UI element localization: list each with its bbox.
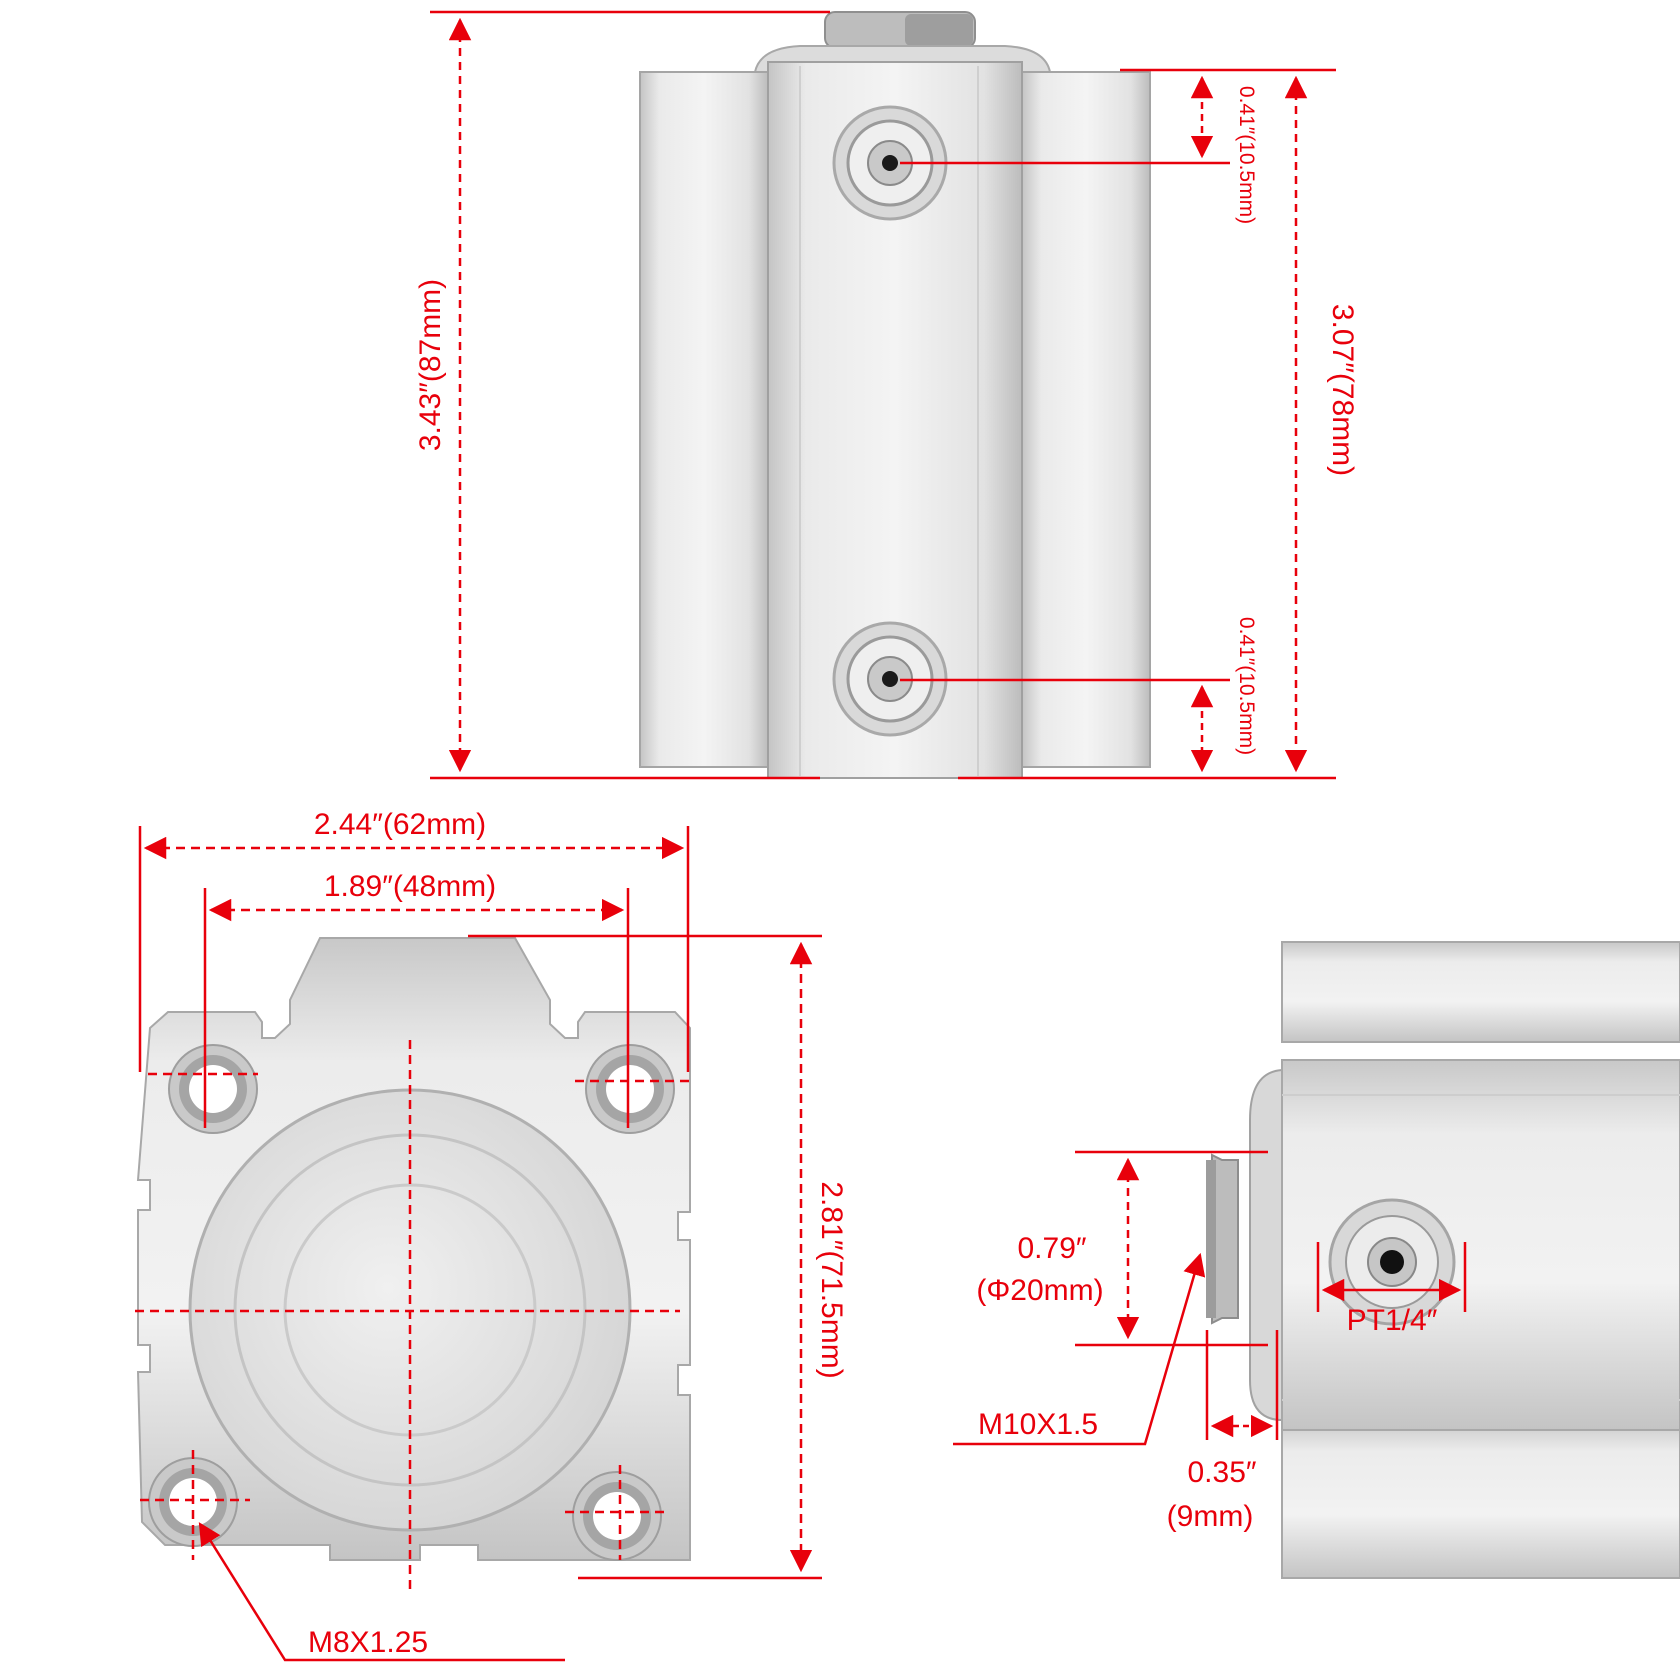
dim-end-width	[138, 826, 690, 1072]
mount-hole-top-right	[585, 1044, 675, 1134]
left-rib	[639, 71, 769, 768]
bolt-spacing-label: 1.89″(48mm)	[324, 870, 496, 903]
dim-total-length	[430, 10, 830, 780]
end-width-label: 2.44″(62mm)	[314, 808, 486, 841]
detail-rod-nut	[1211, 1153, 1239, 1325]
detail-rib-top	[1281, 941, 1680, 1043]
detail-view: 0.79″ (Φ20mm) M10X1.5 0.35″ (9mm) PT1/4″	[953, 941, 1680, 1579]
dim-rod-extension	[1205, 1330, 1279, 1440]
rod-thread-label: M10X1.5	[978, 1408, 1098, 1441]
air-port-bottom	[832, 621, 948, 737]
rod-diameter-mm-label: (Φ20mm)	[976, 1274, 1103, 1307]
rod-extension-mm-label: (9mm)	[1167, 1500, 1254, 1533]
end-view: 2.44″(62mm) 1.89″(48mm) 2.81″(71.5mm) M8…	[135, 808, 848, 1662]
detail-rib-bottom	[1281, 1419, 1680, 1579]
rod-extension-in-label: 0.35″	[1187, 1456, 1256, 1489]
port-thread-label: PT1/4″	[1347, 1304, 1438, 1337]
air-port-top	[832, 105, 948, 221]
port-top-offset-label: 0.41″(10.5mm)	[1235, 86, 1258, 224]
mount-thread-label: M8X1.25	[308, 1626, 428, 1659]
dim-bolt-spacing	[203, 888, 630, 1128]
total-length-label: 3.43″(87mm)	[414, 279, 447, 451]
dim-end-height	[468, 934, 822, 1580]
rod-diameter-in-label: 0.79″	[1017, 1232, 1086, 1265]
body-length-label: 3.07″(78mm)	[1326, 304, 1359, 476]
leader-mount-thread	[198, 1522, 565, 1662]
side-view: 3.43″(87mm) 3.07″(78mm) 0.41″(10.5mm) 0.…	[414, 10, 1359, 780]
port-bottom-offset-label: 0.41″(10.5mm)	[1235, 617, 1258, 755]
mount-hole-top-left	[168, 1044, 258, 1134]
dim-port-bottom-offset	[900, 678, 1230, 773]
end-view-centerlines	[135, 1040, 690, 1590]
dim-rod-diameter	[1075, 1150, 1268, 1347]
right-rib	[1021, 71, 1151, 768]
dim-port-thread	[1316, 1242, 1467, 1312]
leader-rod-thread	[953, 1252, 1206, 1446]
end-height-label: 2.81″(71.5mm)	[815, 1181, 848, 1378]
dim-body-length	[958, 68, 1336, 780]
dim-port-top-offset	[900, 75, 1230, 165]
mount-hole-bottom-right	[572, 1471, 662, 1561]
